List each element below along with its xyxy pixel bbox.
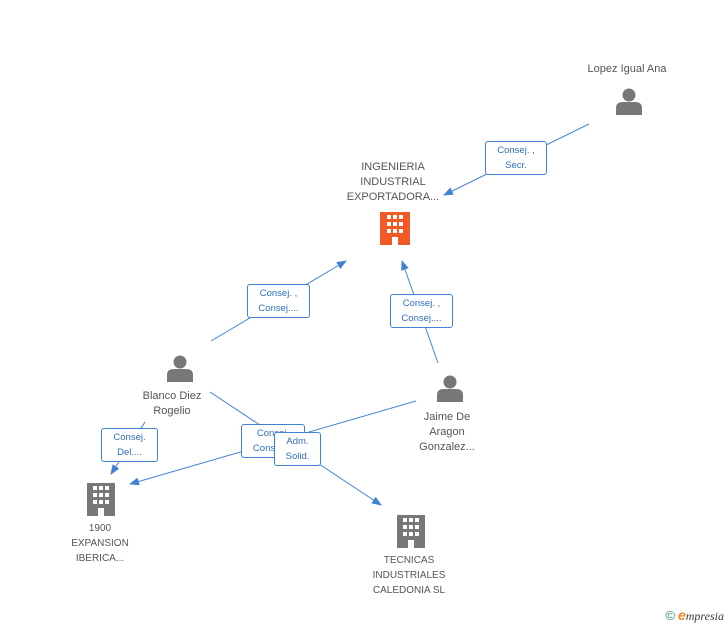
node-label-ingenieria[interactable]: INGENIERIA INDUSTRIAL EXPORTADORA... xyxy=(346,161,440,203)
edge-label-lopez-ingenieria[interactable]: Consej. , Secr. xyxy=(485,141,547,175)
person-icon[interactable] xyxy=(167,355,193,383)
building-icon[interactable] xyxy=(380,212,410,245)
node-label-expansion[interactable]: 1900 EXPANSION IBERICA... xyxy=(71,523,129,564)
copyright-icon: © xyxy=(665,608,675,623)
node-label-blanco[interactable]: Blanco Diez Rogelio xyxy=(142,390,202,417)
building-icon[interactable] xyxy=(397,515,425,548)
edge-label-blanco-tecnicas[interactable]: Adm. Solid. xyxy=(274,432,321,466)
person-icon[interactable] xyxy=(437,375,463,403)
node-label-lopez[interactable]: Lopez Igual Ana xyxy=(587,63,667,75)
node-label-tecnicas[interactable]: TECNICAS INDUSTRIALES CALEDONIA SL xyxy=(372,555,446,596)
brand-name: mpresia xyxy=(685,609,724,623)
edge-label-jaime-ingenieria[interactable]: Consej. , Consej.... xyxy=(390,294,453,328)
brand-initial: e xyxy=(677,607,686,623)
person-icon[interactable] xyxy=(616,88,642,116)
empresia-logo[interactable]: © empresia xyxy=(665,607,724,624)
node-label-jaime[interactable]: Jaime De Aragon Gonzalez... xyxy=(419,411,475,453)
building-icon[interactable] xyxy=(87,483,115,516)
edge-label-blanco-expansion[interactable]: Consej. Del.... xyxy=(101,428,158,462)
edge-label-blanco-ingenieria[interactable]: Consej. , Consej.... xyxy=(247,284,310,318)
